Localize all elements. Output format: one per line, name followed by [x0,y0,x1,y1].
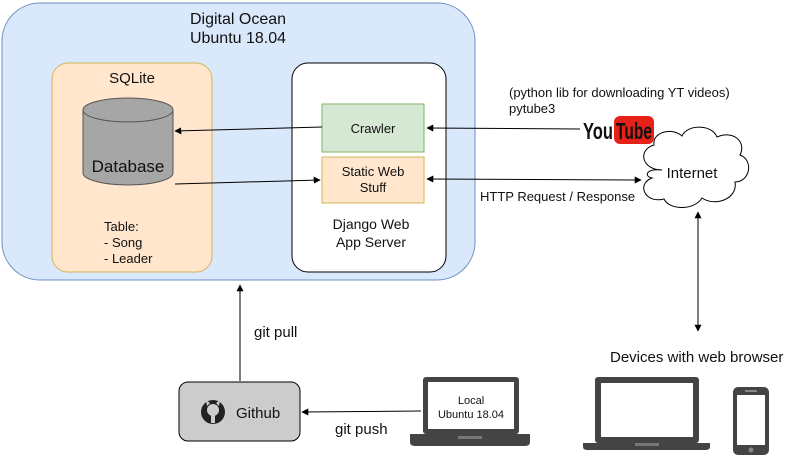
pytube-note-line2: pytube3 [509,101,555,116]
static-web-label-line2: Stuff [360,180,387,195]
http-label: HTTP Request / Response [480,189,635,204]
server-label-line2: App Server [336,234,406,250]
internet-label: Internet [667,165,719,182]
mobile-phone-icon [733,387,769,455]
git-push-arrow [301,408,422,416]
static-web-box [321,156,425,204]
crawler-to-database-arrow [174,126,323,135]
table-item-leader: - Leader [104,251,153,266]
digital-ocean-subtitle: Ubuntu 18.04 [190,30,286,47]
table-item-song: - Song [104,235,142,250]
internet-cloud-icon [643,126,750,208]
local-laptop-icon [410,377,530,446]
sqlite-box: SQLite Database Table: - Song - Leader [51,62,213,273]
pytube-note-line1: (python lib for downloading YT videos) [509,85,730,100]
sqlite-title: SQLite [109,70,155,87]
laptop-icon [583,377,710,450]
django-server-box: Crawler Static Web Stuff Django Web App … [291,62,447,273]
server-label-line1: Django Web [333,216,410,232]
git-pull-label: git pull [254,324,297,341]
github-label: Github [236,405,280,422]
database-icon [82,97,174,186]
table-title: Table: [104,219,139,234]
static-web-label-line1: Static Web [342,164,405,179]
crawler-box [321,103,425,153]
youtube-logo: You Tube [583,116,654,144]
database-to-static-arrow [174,176,321,185]
database-label: Database [92,157,165,176]
youtube-logo-you: You [583,118,613,144]
local-laptop-line2: Ubuntu 18.04 [438,409,504,421]
youtube-logo-tube: Tube [616,118,652,144]
local-laptop-line1: Local [458,395,484,407]
digital-ocean-title: Digital Ocean [190,11,286,28]
devices-label: Devices with web browser [610,349,783,366]
http-request-response-arrow [426,175,642,184]
crawler-label: Crawler [351,121,396,136]
github-box: Github [178,381,301,442]
git-push-label: git push [335,421,388,438]
github-icon [201,400,225,424]
youtube-to-crawler-arrow [426,124,581,132]
